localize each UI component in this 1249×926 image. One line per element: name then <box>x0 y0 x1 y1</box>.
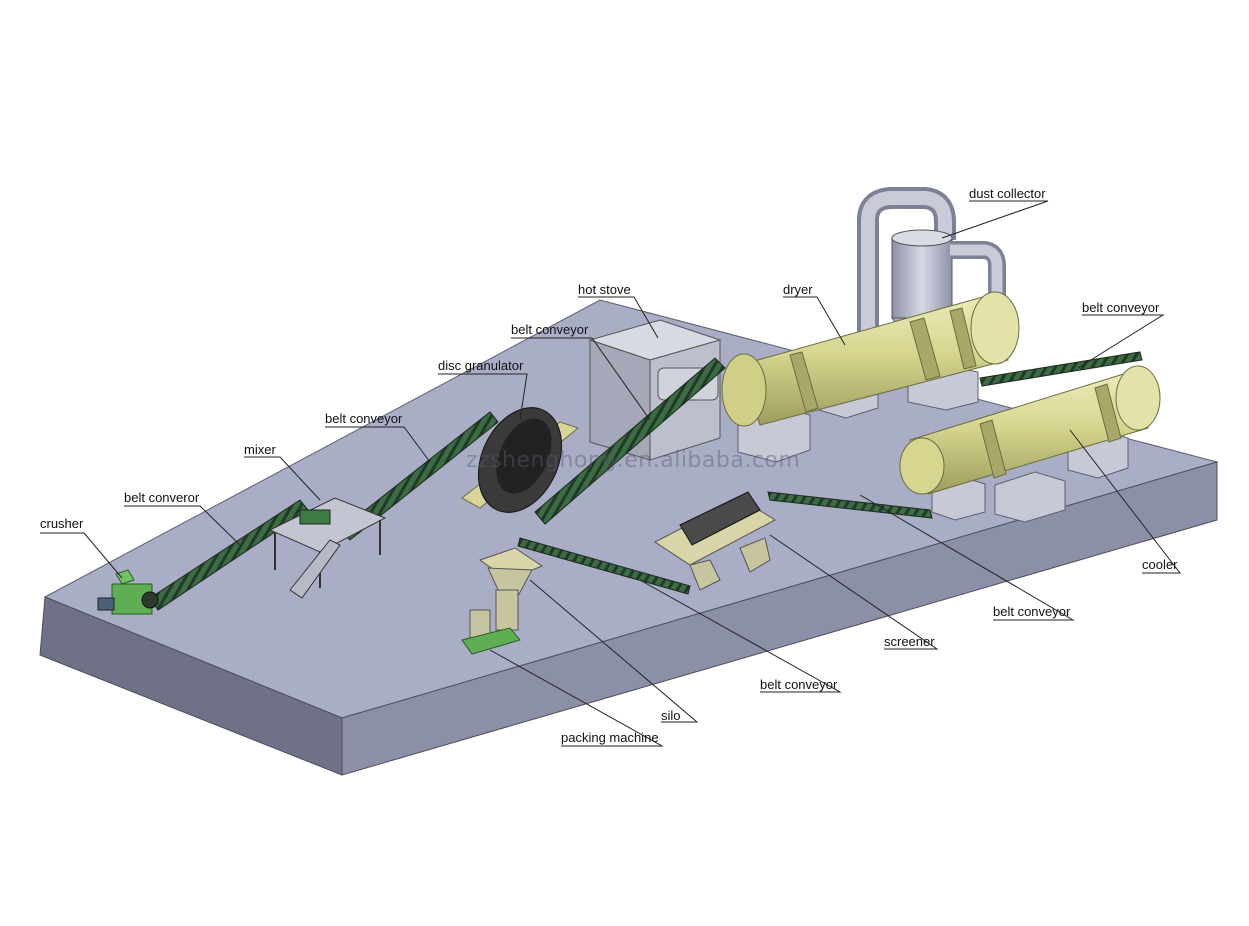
disc-granulator-machine <box>461 407 580 513</box>
mixer-machine <box>268 497 387 599</box>
dryer-drum <box>721 291 1020 427</box>
belt-conveyor-screener-silo <box>517 537 691 595</box>
label-belt-conveyor-granulator: belt conveyor <box>511 322 589 337</box>
label-belt-converor: belt converor <box>124 490 200 505</box>
crusher-machine <box>97 569 159 615</box>
label-belt-conveyor-cooler: belt conveyor <box>993 604 1071 619</box>
label-mixer: mixer <box>244 442 276 457</box>
label-screener: screener <box>884 634 935 649</box>
label-dryer: dryer <box>783 282 813 297</box>
label-hot-stove: hot stove <box>578 282 631 297</box>
cooler-drum <box>899 365 1161 495</box>
label-belt-conveyor-screener: belt conveyor <box>760 677 838 692</box>
packing-machine <box>461 589 521 655</box>
platform-side-face <box>341 461 1218 776</box>
dust-collector <box>857 187 1006 346</box>
label-cooler: cooler <box>1142 557 1178 572</box>
silo-hopper <box>478 547 544 597</box>
label-belt-conveyor-mixer: belt conveyor <box>325 411 403 426</box>
belt-conveyor-top-right <box>979 351 1143 387</box>
label-disc-granulator: disc granulator <box>438 358 524 373</box>
label-silo: silo <box>661 708 681 723</box>
leader-lines <box>40 200 1182 747</box>
label-belt-conveyor-top-right: belt conveyor <box>1082 300 1160 315</box>
hot-stove <box>588 319 722 461</box>
label-dust-collector: dust collector <box>969 186 1046 201</box>
screener-machine <box>654 491 776 591</box>
label-crusher: crusher <box>40 516 84 531</box>
label-packing-machine: packing machine <box>561 730 659 745</box>
conveyor-belts <box>149 351 1143 611</box>
belt-conveyor-granulator-dryer <box>534 357 726 525</box>
watermark-text: zzshenghong.en.alibaba.com <box>466 448 801 473</box>
